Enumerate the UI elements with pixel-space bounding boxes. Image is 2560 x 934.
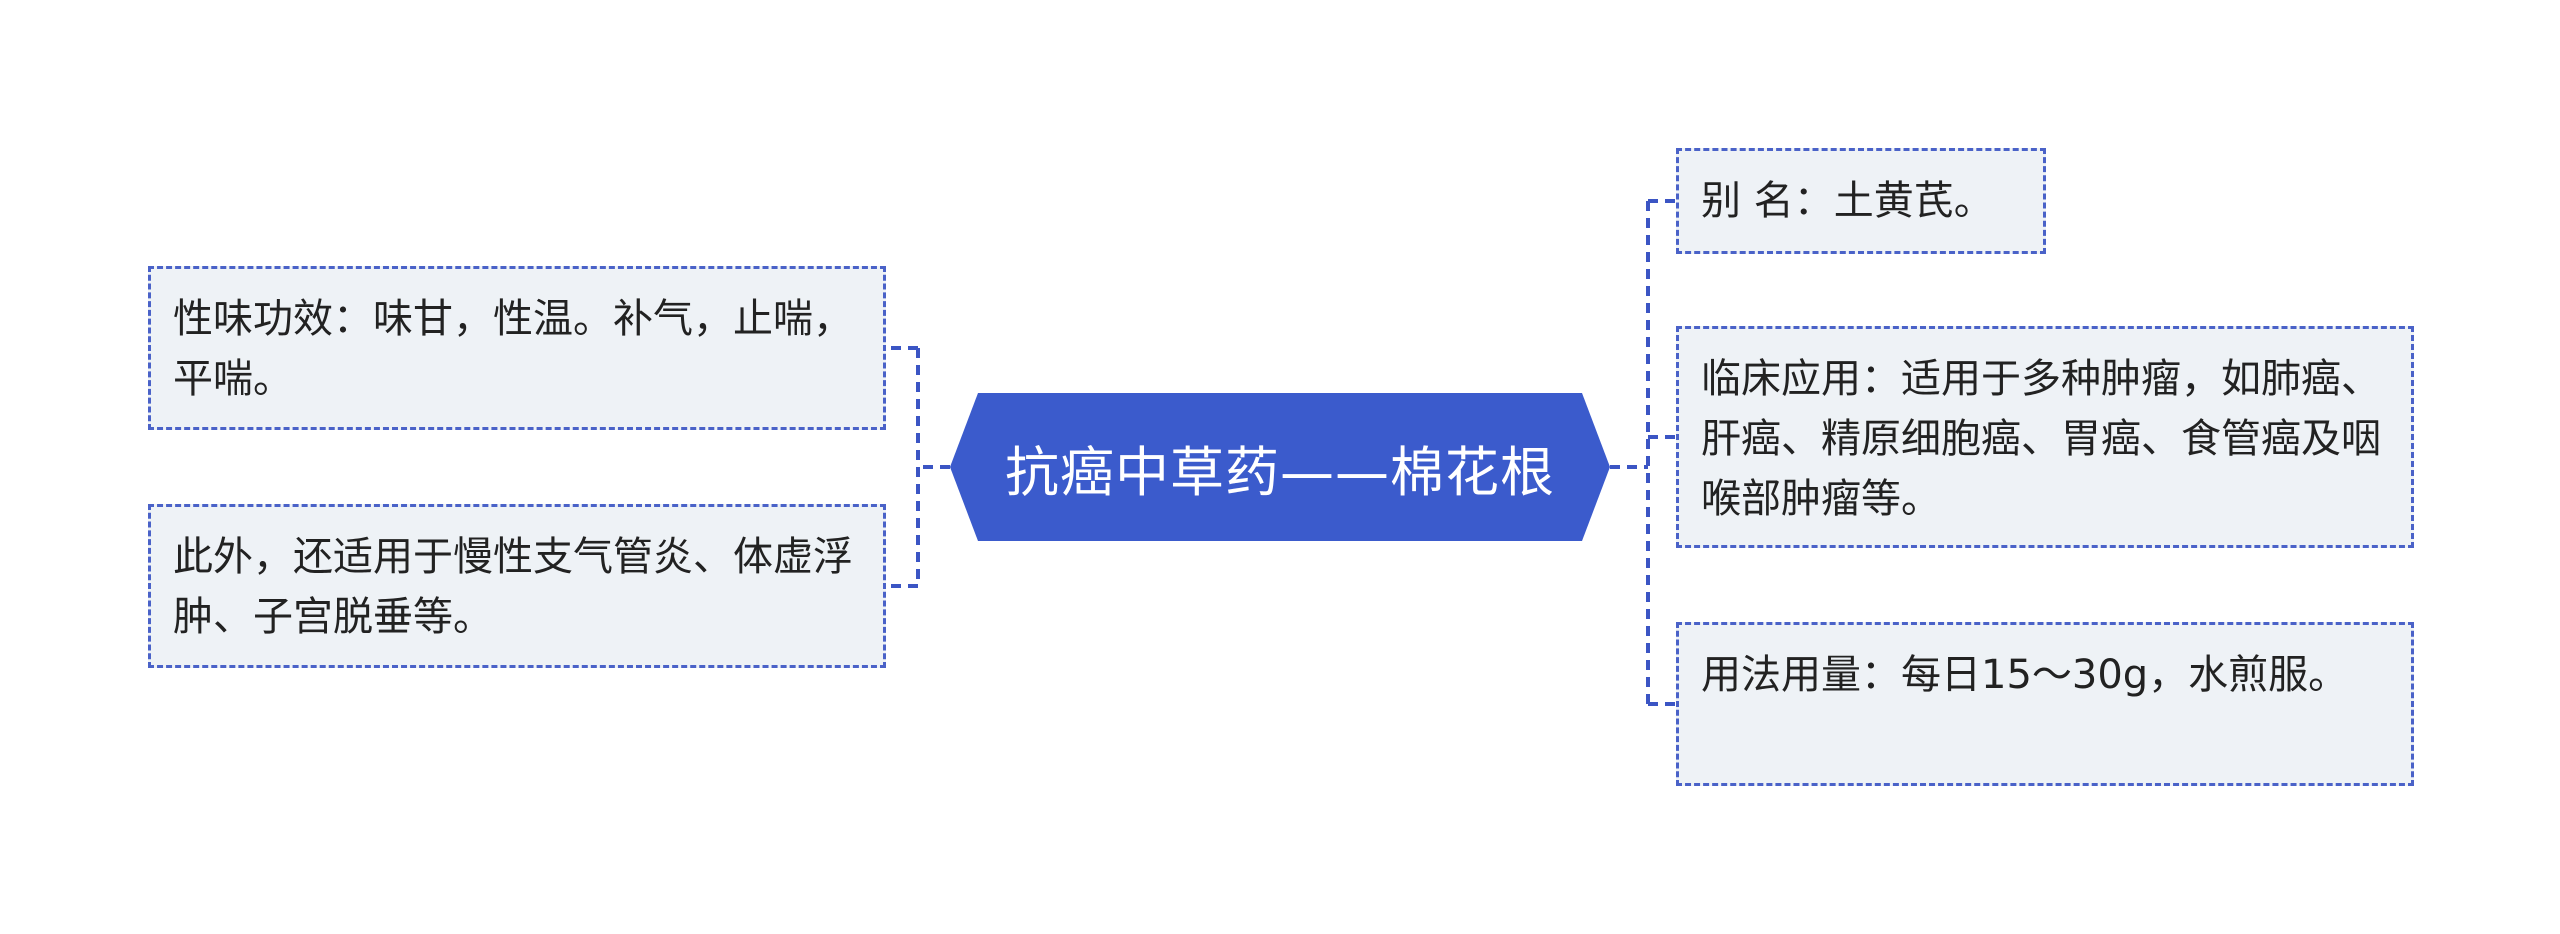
central-topic-node[interactable]: 抗癌中草药——棉花根 [950, 393, 1610, 541]
branch-node-alias[interactable]: 别 名：土黄芪。 [1676, 148, 2046, 254]
branch-node-other-uses[interactable]: 此外，还适用于慢性支气管炎、体虚浮肿、子宫脱垂等。 [148, 504, 886, 668]
branch-text-properties: 性味功效：味甘，性温。补气，止喘，平喘。 [173, 296, 853, 402]
branch-text-other-uses: 此外，还适用于慢性支气管炎、体虚浮肿、子宫脱垂等。 [173, 534, 853, 640]
branch-node-clinical-use[interactable]: 临床应用：适用于多种肿瘤，如肺癌、肝癌、精原细胞癌、胃癌、食管癌及咽喉部肿瘤等。 [1676, 326, 2414, 548]
central-topic-shape [950, 393, 1610, 541]
central-topic-label: 抗癌中草药——棉花根 [1005, 440, 1555, 504]
branch-text-dosage: 用法用量：每日15～30g，水煎服。 [1701, 652, 2349, 698]
branch-node-dosage[interactable]: 用法用量：每日15～30g，水煎服。 [1676, 622, 2414, 786]
branch-text-alias: 别 名：土黄芪。 [1701, 178, 1994, 224]
branch-node-properties[interactable]: 性味功效：味甘，性温。补气，止喘，平喘。 [148, 266, 886, 430]
branch-text-clinical-use: 临床应用：适用于多种肿瘤，如肺癌、肝癌、精原细胞癌、胃癌、食管癌及咽喉部肿瘤等。 [1701, 356, 2381, 522]
